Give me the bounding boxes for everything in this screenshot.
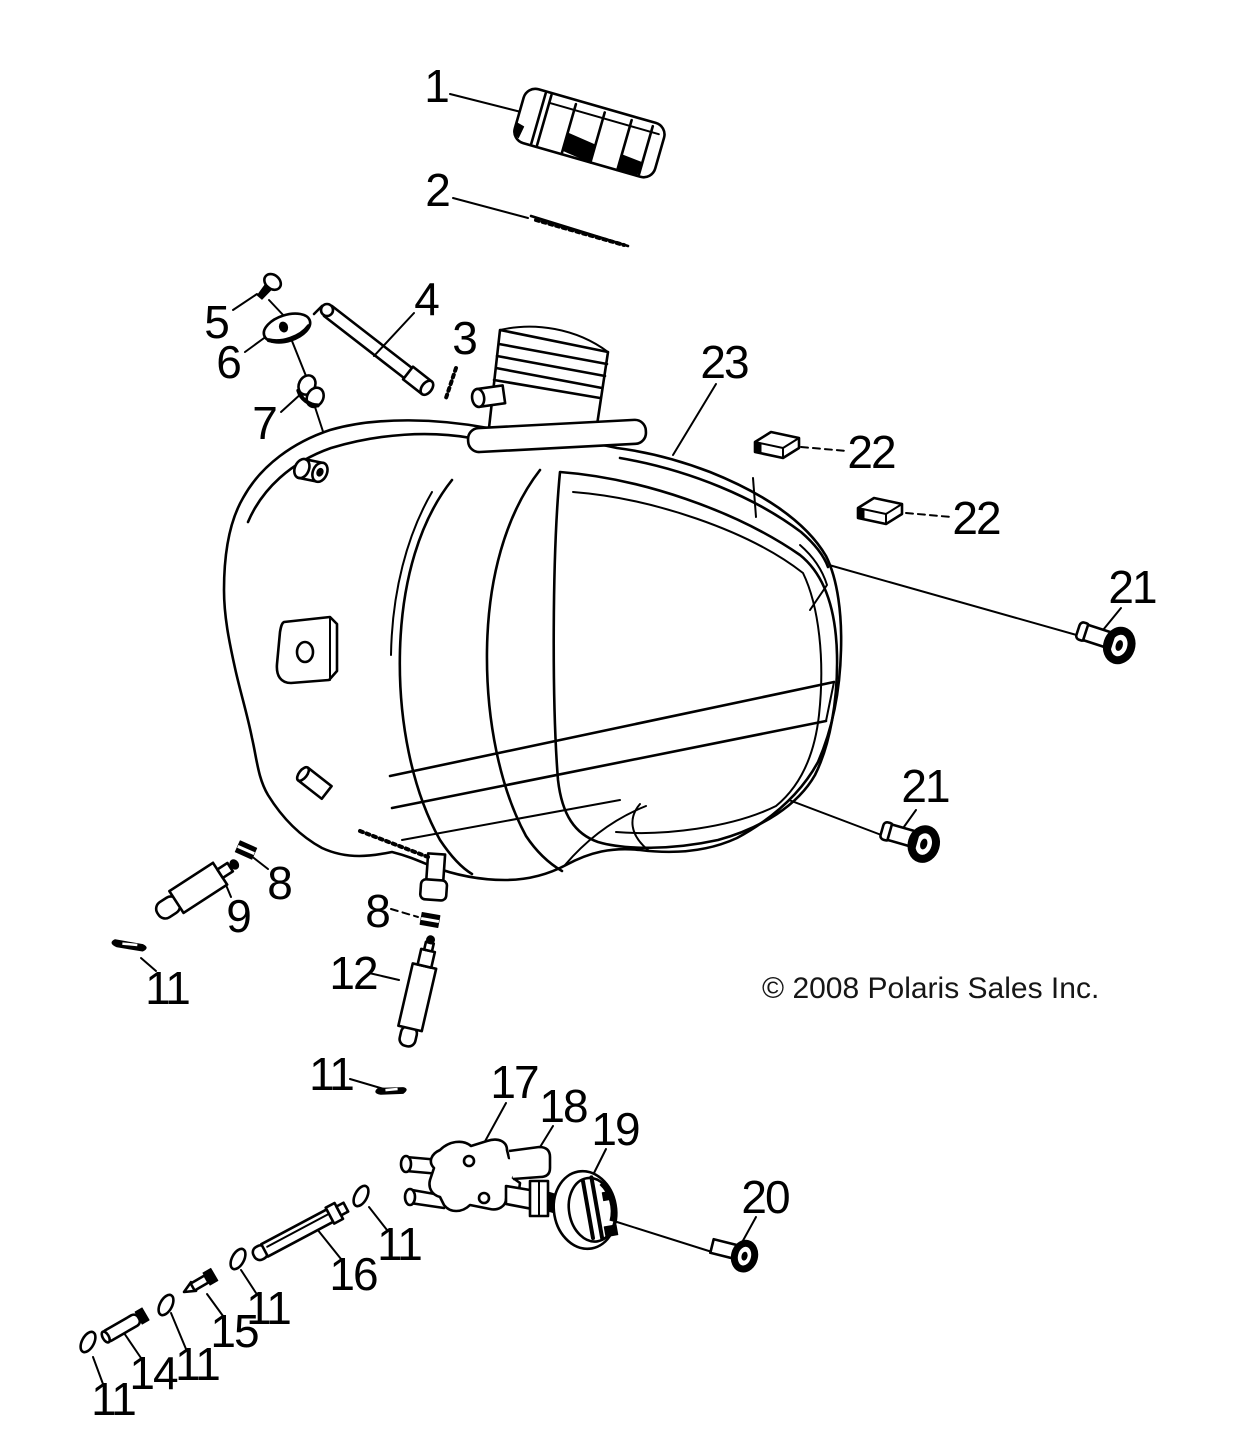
part-fuel-tank	[222, 325, 843, 902]
part-bolt-14	[100, 1307, 150, 1344]
callout-label: 8	[365, 885, 389, 937]
callout-label: 4	[414, 273, 439, 325]
callout-label: 11	[309, 1048, 353, 1100]
part-nut-8b	[419, 912, 441, 928]
callout-label: 9	[226, 890, 250, 942]
callout-label: 11	[377, 1218, 421, 1270]
callout-label: 14	[129, 1347, 178, 1399]
part-fuel-cap	[513, 87, 666, 179]
part-fitting-9	[154, 859, 240, 920]
part-bolt-16	[251, 1201, 350, 1262]
part-screw-5	[256, 272, 283, 300]
part-washer-11f	[79, 1330, 97, 1354]
callout-label: 15	[210, 1305, 258, 1357]
callout-label: 7	[252, 397, 276, 449]
callout-label: 19	[591, 1103, 639, 1155]
callout-label: 8	[267, 857, 291, 909]
callout-label: 11	[145, 962, 189, 1014]
part-clip-11b	[375, 1087, 407, 1095]
tank-side-fitting	[295, 765, 333, 801]
callout-label: 11	[91, 1373, 135, 1425]
part-clip-11a	[111, 939, 147, 952]
part-nut-8a	[234, 840, 258, 860]
part-outlet-18	[504, 1179, 559, 1218]
callout-label: 22	[847, 426, 895, 478]
part-stem-12	[397, 935, 438, 1048]
callout-label: 2	[425, 164, 449, 216]
callout-label: 1	[424, 60, 448, 112]
part-nut-22a	[753, 430, 801, 460]
tank-filler-neck	[466, 325, 648, 454]
callout-label: 17	[490, 1056, 538, 1108]
callout-label: 3	[452, 312, 476, 364]
tank-vent-fitting	[292, 457, 329, 484]
part-gasket-6	[262, 312, 312, 344]
part-petcock-17	[399, 1138, 552, 1213]
callout-label: 5	[204, 296, 228, 348]
part-breather-rod	[529, 214, 630, 248]
callout-label: 12	[329, 947, 377, 999]
callout-label: 21	[901, 760, 949, 812]
callout-label: 11	[246, 1282, 290, 1334]
copyright-notice: © 2008 Polaris Sales Inc.	[762, 972, 1099, 1005]
callout-label: 23	[700, 336, 748, 388]
part-nut-22b	[856, 496, 904, 526]
callout-label: 20	[741, 1171, 789, 1223]
part-washer-11c	[352, 1184, 370, 1208]
part-clip-3	[444, 366, 458, 400]
part-vent-tube	[312, 302, 435, 397]
part-grommet-7	[296, 374, 325, 409]
part-washer-11e	[157, 1293, 175, 1317]
callout-label: 22	[952, 492, 1000, 544]
callout-label: 6	[216, 336, 240, 388]
part-bolt-21b	[879, 820, 940, 863]
callout-label: 21	[1108, 561, 1156, 613]
part-bolt-20	[709, 1237, 759, 1273]
part-washer-11d	[229, 1247, 247, 1271]
tank-outlet-nipple	[418, 852, 449, 902]
callout-label: 18	[539, 1080, 587, 1132]
callout-label: 16	[329, 1248, 377, 1300]
part-bolt-21a	[1074, 621, 1136, 665]
callout-label: 11	[175, 1338, 219, 1390]
part-knob-19	[552, 1169, 619, 1251]
part-screw-15	[182, 1267, 219, 1294]
